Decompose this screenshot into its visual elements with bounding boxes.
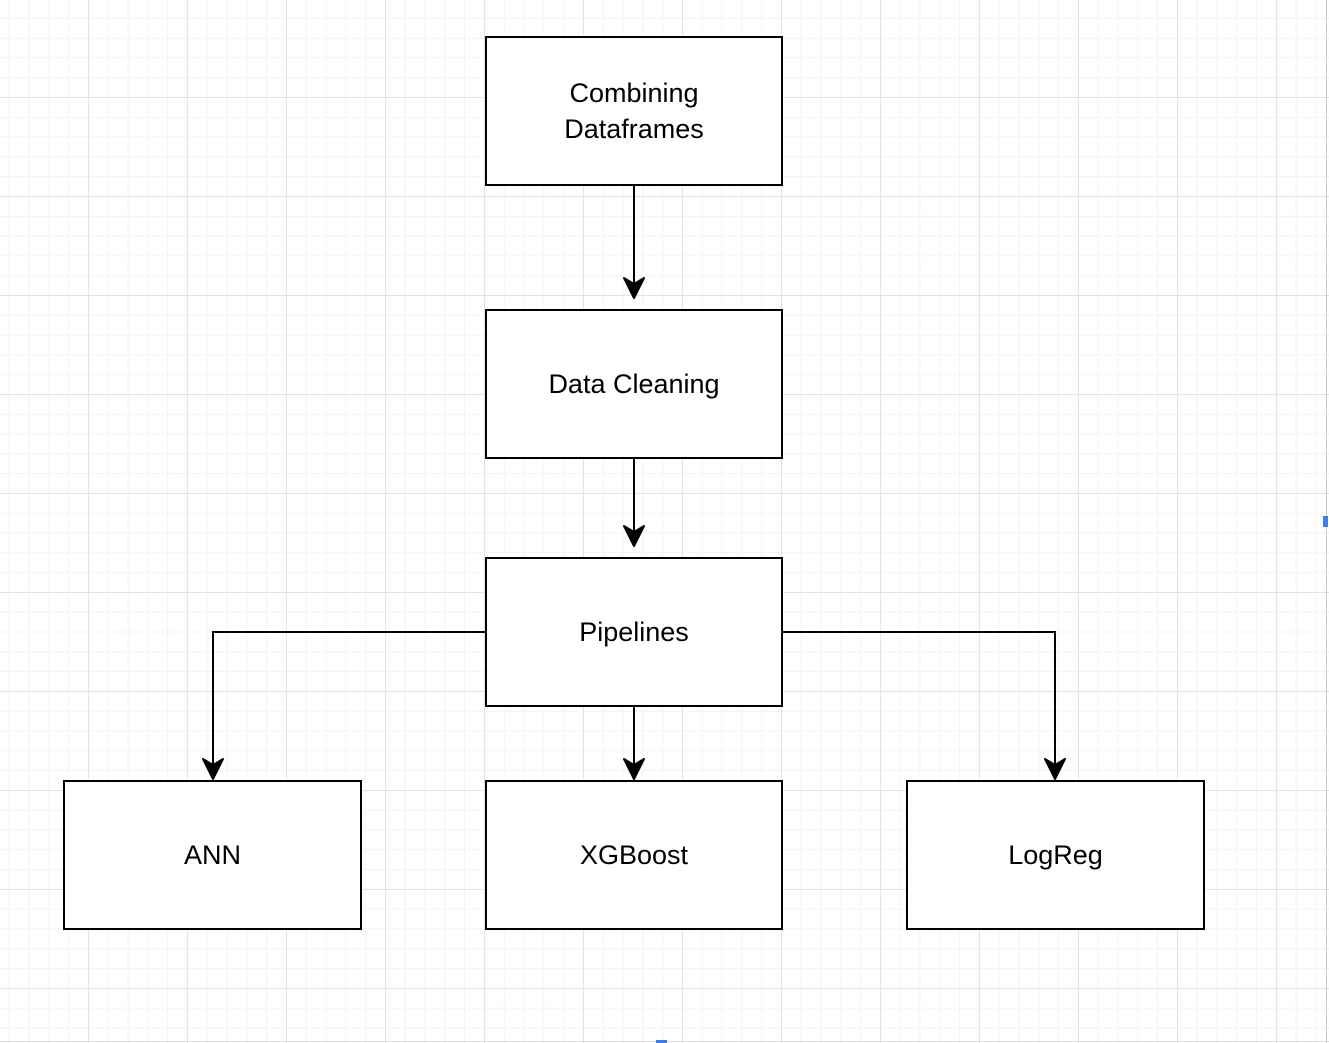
arrowhead-ann — [202, 758, 224, 780]
node-logreg[interactable]: LogReg — [906, 780, 1205, 930]
node-ann[interactable]: ANN — [63, 780, 362, 930]
edge-pipelines-to-ann[interactable] — [212, 631, 485, 764]
resize-handle-bottom[interactable] — [656, 1040, 667, 1043]
node-xgboost[interactable]: XGBoost — [485, 780, 783, 930]
node-pipelines-label: Pipelines — [579, 617, 689, 647]
node-pipelines[interactable]: Pipelines — [485, 557, 783, 707]
edge-pipelines-to-logreg[interactable] — [783, 631, 1056, 764]
arrowhead-pipelines — [623, 525, 645, 547]
node-logreg-label: LogReg — [1008, 840, 1103, 870]
node-data-cleaning[interactable]: Data Cleaning — [485, 309, 783, 459]
arrowhead-xgboost — [623, 758, 645, 780]
node-ann-label: ANN — [183, 840, 241, 870]
node-combining-dataframes[interactable]: Combining Dataframes — [485, 36, 783, 186]
arrowhead-logreg — [1044, 758, 1066, 780]
arrowhead-cleaning — [623, 277, 645, 299]
node-xgboost-label: XGBoost — [579, 840, 689, 870]
node-data-cleaning-label: Data Cleaning — [548, 369, 720, 399]
resize-handle-right[interactable] — [1323, 516, 1328, 527]
node-combining-dataframes-label: Combining Dataframes — [564, 78, 704, 144]
